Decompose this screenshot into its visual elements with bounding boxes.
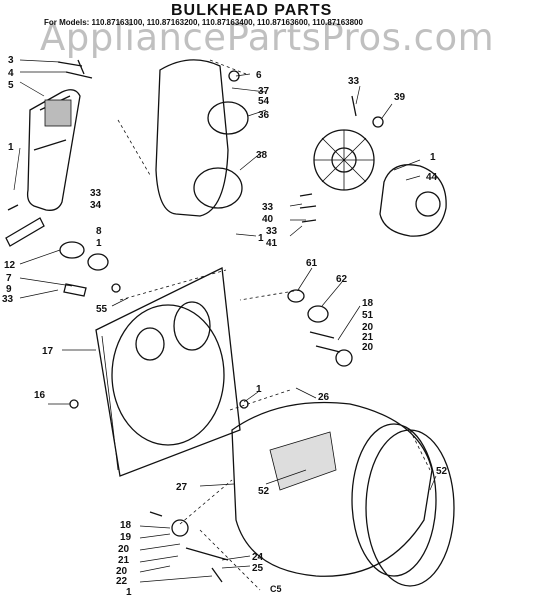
callout-18: 18 <box>120 520 132 531</box>
callout-20: 20 <box>362 322 374 333</box>
callout-33: 33 <box>2 294 14 305</box>
callout-20: 20 <box>116 566 128 577</box>
callout-6: 6 <box>256 70 262 81</box>
front-bulkhead-panel-17 <box>95 267 241 477</box>
callout-33: 33 <box>266 226 278 237</box>
callout-34: 34 <box>90 200 102 211</box>
callout-20: 20 <box>362 342 374 353</box>
callout-54: 52 <box>436 466 448 477</box>
callout-63: 62 <box>336 274 348 285</box>
callout-1: 1 <box>96 238 102 249</box>
bulkhead-top-part-37 <box>155 59 229 217</box>
callout-26: 26 <box>318 392 330 403</box>
callout-62: 61 <box>306 258 318 269</box>
callout-61: 55 <box>96 304 108 315</box>
callout-36: 36 <box>258 110 270 121</box>
models-line: For Models: 110.87163100, 110.87163200, … <box>44 18 363 27</box>
blower-housing-part-44 <box>379 164 447 237</box>
footer-code: C5 <box>270 584 282 594</box>
callout-22: 22 <box>116 576 128 587</box>
duct-part-5 <box>26 89 81 211</box>
callout-1: 1 <box>258 233 264 244</box>
callout-52: 52 <box>258 486 270 497</box>
callout-20: 20 <box>118 544 130 555</box>
callout-33: 33 <box>348 76 360 87</box>
dryer-drum-part-27 <box>231 401 433 577</box>
callout-4: 4 <box>8 68 14 79</box>
watermark-text: AppliancePartsPros.com <box>40 16 495 59</box>
callout-21: 21 <box>362 332 374 343</box>
callout-18: 18 <box>362 298 374 309</box>
callout-1: 1 <box>8 142 14 153</box>
callout-1: 1 <box>256 384 262 395</box>
callout-5: 5 <box>8 80 14 91</box>
callout-1: 1 <box>430 152 436 163</box>
callout-41: 41 <box>266 238 278 249</box>
callout-8: 8 <box>96 226 102 237</box>
callout-33: 33 <box>90 188 102 199</box>
callout-19: 19 <box>120 532 132 543</box>
callout-40: 40 <box>262 214 274 225</box>
callout-21: 21 <box>118 555 130 566</box>
callout-38: 38 <box>256 150 268 161</box>
callout-33: 33 <box>262 202 274 213</box>
callout-44: 44 <box>426 172 438 183</box>
callout-7: 7 <box>6 273 12 284</box>
callout-12: 12 <box>4 260 16 271</box>
callout-25: 25 <box>252 563 264 574</box>
callout-39: 39 <box>394 92 406 103</box>
callout-9: 9 <box>6 284 12 295</box>
callout-55: 54 <box>258 96 270 107</box>
callout-27: 27 <box>176 482 188 493</box>
callout-1: 1 <box>126 587 132 598</box>
callout-17: 17 <box>42 346 54 357</box>
callout-24: 24 <box>252 552 264 563</box>
callout-37: 37 <box>258 86 270 97</box>
callout-16: 16 <box>34 390 46 401</box>
callout-51: 51 <box>362 310 374 321</box>
callout-3: 3 <box>8 55 14 66</box>
diagram-title: BULKHEAD PARTS <box>171 2 333 19</box>
